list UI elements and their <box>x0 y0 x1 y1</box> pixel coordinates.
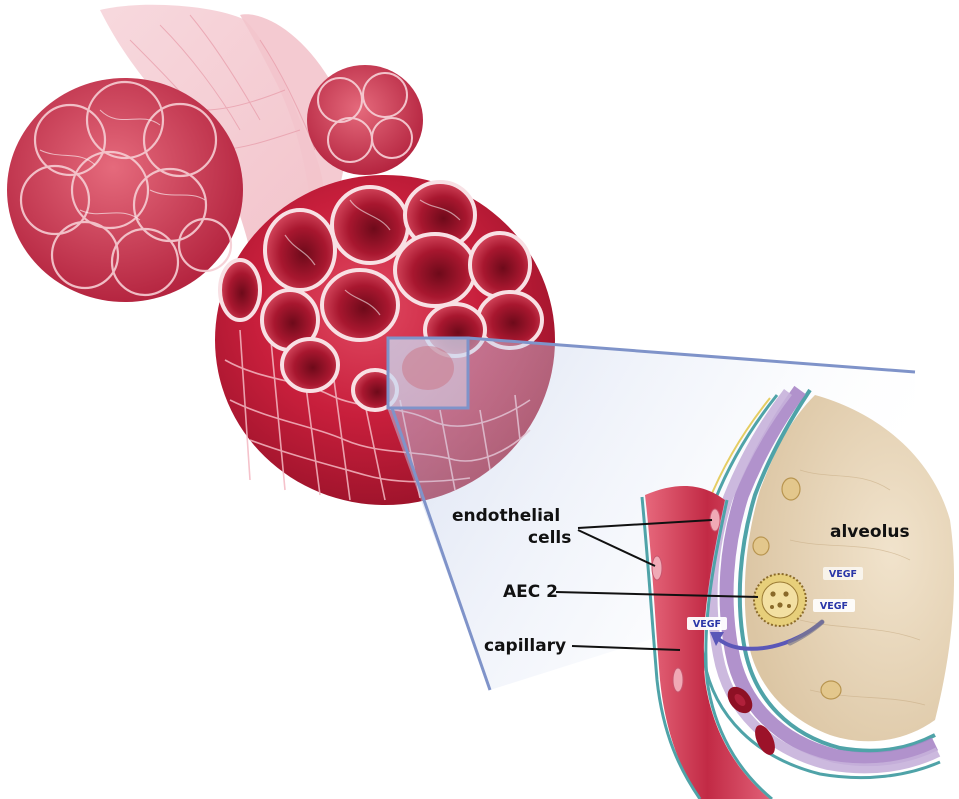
label-endothelial-cells: cells <box>528 528 571 548</box>
label-alveolus: alveolus <box>830 522 910 542</box>
alveolar-sac-top <box>307 65 423 175</box>
vegf-tag-alveolus-upper: VEGF <box>823 567 863 580</box>
alveolar-sac-left <box>7 78 243 302</box>
vegf-tag-capillary: VEGF <box>687 617 727 630</box>
svg-text:VEGF: VEGF <box>693 619 721 630</box>
label-endothelial: endothelial <box>452 506 560 526</box>
vegf-tag-alveolus-lower: VEGF <box>813 599 855 612</box>
aec2-cell <box>754 574 806 626</box>
label-aec2: AEC 2 <box>503 582 558 602</box>
svg-text:VEGF: VEGF <box>820 601 848 612</box>
label-capillary: capillary <box>484 636 566 656</box>
svg-text:VEGF: VEGF <box>829 569 857 580</box>
